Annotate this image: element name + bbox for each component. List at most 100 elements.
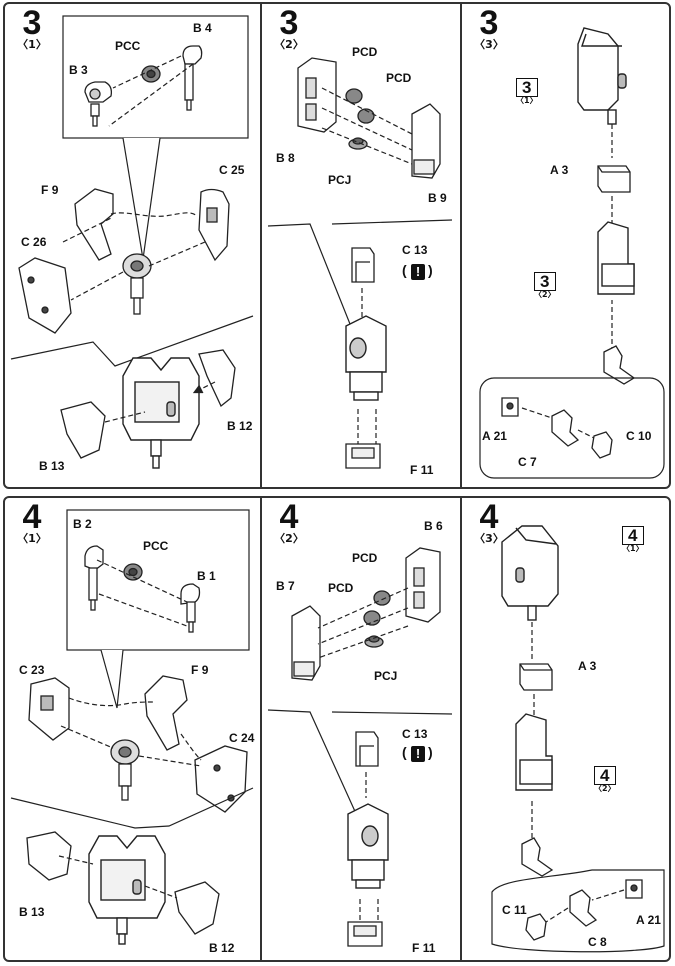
panel-step-3-1: 3 〈1〉 [5, 4, 260, 487]
label-f9: F 9 [41, 183, 59, 197]
label-pcj: PCJ [374, 669, 397, 683]
part-arm-assembly [345, 315, 387, 401]
step-3-1-illustration: PCC B 4 B 3 F 9 C 25 C 26 B 12 B 13 [10, 15, 254, 473]
step-number: 3 〈1〉 [17, 4, 47, 51]
part-forearm [597, 221, 635, 295]
label-a3: A 3 [578, 659, 597, 673]
part-b8 [297, 57, 337, 133]
label-pcc: PCC [143, 539, 169, 553]
label-pcd-1: PCD [352, 45, 378, 59]
label-c25: C 25 [219, 163, 245, 177]
part-f9 [74, 188, 114, 261]
label-b4: B 4 [193, 21, 212, 35]
label-b1: B 1 [197, 569, 216, 583]
label-c23: C 23 [19, 663, 45, 677]
part-c13 [351, 247, 375, 283]
label-pcd-1: PCD [352, 551, 378, 565]
part-f11 [345, 443, 381, 469]
part-shoulder [501, 525, 559, 621]
step-number: 3 〈2〉 [274, 4, 304, 51]
part-b6 [405, 547, 441, 623]
step-number: 4 〈2〉 [274, 498, 304, 545]
step-4-3-illustration: A 3 C 11 A 21 C 8 [491, 525, 665, 953]
step-number: 4 〈3〉 [474, 498, 504, 545]
label-b9: B 9 [428, 191, 447, 205]
ref-step-3-2: 3〈2〉 [534, 272, 556, 299]
part-c25 [198, 188, 230, 262]
label-pcj: PCJ [328, 173, 351, 187]
part-joint [110, 739, 140, 801]
part-b2 [84, 545, 104, 611]
part-hand [521, 837, 554, 877]
part-c11 [525, 913, 547, 941]
part-pcd-1 [373, 590, 391, 606]
panel-step-4-3: 4 〈3〉 [462, 498, 669, 960]
part-c26 [18, 257, 72, 334]
part-b9 [411, 103, 441, 179]
part-b4 [182, 45, 203, 111]
part-a3 [519, 663, 553, 691]
panel-step-3-3: 3 〈3〉 [462, 4, 669, 487]
part-a3 [597, 165, 631, 193]
label-b12: B 12 [227, 419, 253, 433]
part-pcd-2 [363, 610, 381, 626]
label-c26: C 26 [21, 235, 47, 249]
label-a21: A 21 [482, 429, 507, 443]
panel-step-3-2: 3 〈2〉 [262, 4, 460, 487]
part-b12 [174, 881, 220, 935]
step-3-2-illustration: PCD PCD PCJ B 8 B 9 C 13 F 11 [267, 45, 453, 477]
part-arm-assembly [347, 803, 389, 889]
step-4-row: 4 〈1〉 [3, 496, 671, 962]
label-f9: F 9 [191, 663, 209, 677]
part-shoulder-assembly [88, 835, 166, 945]
label-b13: B 13 [39, 459, 65, 473]
part-f11 [347, 921, 383, 947]
part-b3 [84, 81, 113, 127]
part-a21 [625, 879, 643, 899]
step-4-1-illustration: B 2 PCC B 1 C 23 F 9 C 24 B 13 B 12 [10, 509, 255, 955]
part-c10 [591, 431, 613, 459]
part-b12 [198, 349, 236, 408]
label-b13: B 13 [19, 905, 45, 919]
label-b7: B 7 [276, 579, 295, 593]
part-b7 [291, 605, 321, 681]
label-c11: C 11 [502, 903, 527, 917]
part-pcj [348, 137, 368, 150]
part-a21 [501, 397, 519, 417]
ref-step-4-1: 4〈1〉 [622, 526, 644, 553]
part-shoulder [577, 27, 627, 125]
part-c7 [551, 409, 580, 447]
step-4-2-illustration: B 6 B 7 PCD PCD PCJ C 13 F 11 [267, 519, 453, 955]
part-shoulder-assembly [122, 357, 200, 469]
panel-divider [260, 4, 262, 487]
label-a3: A 3 [550, 163, 569, 177]
step-3-row: 3 〈1〉 [3, 2, 671, 489]
label-c13: C 13 [402, 243, 428, 257]
part-pcd-2 [357, 108, 375, 124]
panel-step-4-2: 4 〈2〉 [262, 498, 460, 960]
ref-step-4-2: 4〈2〉 [594, 766, 616, 793]
step-3-3-illustration: A 3 A 21 C 7 C 10 [479, 27, 665, 479]
part-pcd-1 [345, 88, 363, 104]
part-c8 [569, 889, 598, 927]
part-b1 [180, 583, 201, 633]
label-c24: C 24 [229, 731, 255, 745]
label-c7: C 7 [518, 455, 537, 469]
part-hand [603, 345, 636, 385]
part-c23 [28, 677, 70, 741]
panel-divider [460, 498, 462, 960]
label-c8: C 8 [588, 935, 607, 949]
label-c13: C 13 [402, 727, 428, 741]
part-pcc [141, 65, 161, 83]
panel-divider [460, 4, 462, 487]
part-c13 [355, 731, 379, 767]
label-pcd-2: PCD [328, 581, 354, 595]
part-pcc [123, 563, 143, 581]
step-number: 4 〈1〉 [17, 498, 47, 545]
label-b12: B 12 [209, 941, 235, 955]
label-pcc: PCC [115, 39, 141, 53]
label-c10: C 10 [626, 429, 652, 443]
label-b2: B 2 [73, 517, 92, 531]
part-joint [122, 253, 152, 315]
part-f9 [144, 675, 188, 751]
